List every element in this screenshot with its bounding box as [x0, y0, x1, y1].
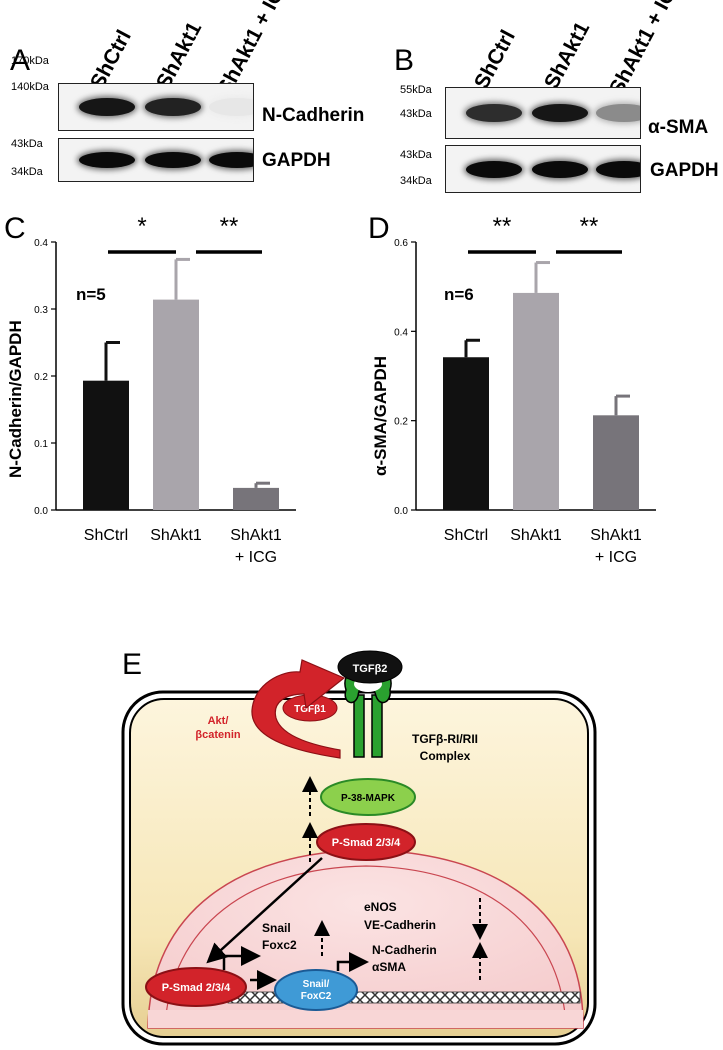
y-tick-label: 0.2	[394, 417, 408, 428]
snailfox-label-line1: Snail/	[303, 979, 330, 990]
bar-shctrl	[83, 380, 129, 510]
blot-band	[596, 104, 640, 122]
marker-170kda: 170kDa	[11, 55, 49, 67]
blot-gapdh-a	[58, 138, 254, 182]
bar-shakt1	[233, 487, 279, 510]
panel-letter-c: C	[4, 212, 26, 245]
tgfb2-ligand	[337, 650, 403, 684]
panel-letter-b: B	[394, 44, 415, 77]
lane-label-shakt1-a: ShAkt1	[152, 18, 207, 93]
x-tick-label: ShAkt1	[150, 527, 202, 544]
x-tick-label: ShCtrl	[84, 527, 128, 544]
psmad-nuc-label: P-Smad 2/3/4	[162, 982, 231, 994]
protein-label-asma: α-SMA	[648, 117, 709, 138]
tgfb1-label: TGFβ1	[294, 704, 326, 715]
protein-label-gapdh-a: GAPDH	[262, 150, 331, 171]
y-tick-label: 0.0	[394, 506, 408, 517]
ncad-label: N-Cadherin	[372, 943, 437, 957]
blot-band	[79, 152, 135, 168]
lane-label-shakt1-b: ShAkt1	[540, 18, 595, 93]
vecad-label: VE-Cadherin	[364, 918, 436, 932]
marker-140kda: 140kDa	[11, 81, 49, 93]
psmad-cyto-label: P-Smad 2/3/4	[332, 837, 401, 849]
receptor-left	[353, 694, 365, 758]
snailfox-to-targets-arrow	[336, 952, 369, 972]
blot-ncadherin	[58, 83, 254, 131]
p38-mapk-node	[320, 778, 416, 816]
receptor-complex-line1: TGFβ-RI/RII	[412, 732, 478, 746]
snail-label: Snail	[262, 921, 291, 935]
x-tick-label: + ICG	[595, 549, 637, 566]
protein-label-ncadherin: N-Cadherin	[262, 105, 365, 126]
akt-label-line1: Akt/	[208, 715, 229, 727]
x-tick-label: ShAkt1	[590, 527, 642, 544]
enos-label: eNOS	[364, 900, 397, 914]
snail-foxc2-node	[274, 969, 358, 1011]
x-tick-label: ShAkt1	[510, 527, 562, 544]
y-tick-label: 0.1	[34, 439, 48, 450]
p38-mapk-label: P-38-MAPK	[341, 793, 396, 804]
marker-43kda-a: 43kDa	[11, 138, 43, 150]
panel-letter-a: A	[10, 44, 31, 77]
significance-label: *	[137, 213, 146, 240]
marker-34kda-a: 34kDa	[11, 166, 43, 178]
blot-band	[209, 98, 253, 116]
marker-55kda: 55kDa	[400, 84, 432, 96]
blot-band	[596, 160, 640, 178]
akt-feedback-arrow	[251, 659, 346, 759]
x-tick-label: ShCtrl	[444, 527, 488, 544]
y-tick-label: 0.4	[34, 238, 48, 249]
snailfox-label-line2: FoxC2	[301, 991, 332, 1002]
x-tick-label: ShAkt1	[230, 527, 282, 544]
bar-shakt1	[593, 415, 639, 510]
blot-band	[466, 160, 522, 178]
y-tick-label: 0.6	[394, 238, 408, 249]
tgfb2-label: TGFβ2	[353, 663, 388, 675]
marker-34kda-b: 34kDa	[400, 175, 432, 187]
panel-letter-e: E	[122, 648, 143, 681]
receptor-complex-line2: Complex	[420, 749, 471, 763]
marker-43kda-b: 43kDa	[400, 108, 432, 120]
blot-band	[532, 160, 588, 178]
y-tick-label: 0.4	[394, 327, 408, 338]
bar-shctrl	[443, 357, 489, 510]
panel-letter-d: D	[368, 212, 390, 245]
receptor-right	[371, 694, 383, 758]
blot-band	[532, 104, 588, 122]
signaling-pathway-diagram: TGFβ2 TGFβ1 Akt/ βcatenin TGFβ-RI/RII Co…	[121, 650, 597, 1046]
significance-label: **	[493, 213, 512, 240]
blot-band	[145, 98, 201, 116]
psmad-nuc-node	[145, 967, 247, 1007]
lane-label-shakt1-icg-b: ShAkt1 + ICG	[605, 0, 689, 99]
blot-band	[145, 152, 201, 168]
protein-label-gapdh-b: GAPDH	[650, 160, 719, 181]
blot-asma	[445, 87, 641, 139]
y-tick-label: 0.3	[34, 305, 48, 316]
chart-c-n-label: n=5	[76, 285, 106, 304]
foxc2-label: Foxc2	[262, 938, 297, 952]
asma-label: αSMA	[372, 960, 406, 974]
chart-d-n-label: n=6	[444, 285, 474, 304]
psmad-to-snail-arrow	[222, 946, 261, 970]
blot-gapdh-b	[445, 145, 641, 193]
significance-label: **	[580, 213, 599, 240]
translocation-arrow	[206, 857, 323, 964]
marker-43kda-b2: 43kDa	[400, 149, 432, 161]
akt-label-line2: βcatenin	[195, 729, 241, 741]
psmad-cyto-node	[316, 823, 416, 861]
blot-band	[79, 98, 135, 116]
y-tick-label: 0.0	[34, 506, 48, 517]
y-tick-label: 0.2	[34, 372, 48, 383]
x-tick-label: + ICG	[235, 549, 277, 566]
significance-label: **	[220, 213, 239, 240]
bar-shakt1	[513, 292, 559, 510]
blot-band	[466, 104, 522, 122]
nucleus-floor	[148, 1010, 583, 1028]
bar-shakt1	[153, 299, 199, 510]
nucleus-inner	[164, 865, 567, 1029]
lane-label-shctrl-b: ShCtrl	[470, 26, 520, 93]
blot-band	[209, 152, 253, 168]
